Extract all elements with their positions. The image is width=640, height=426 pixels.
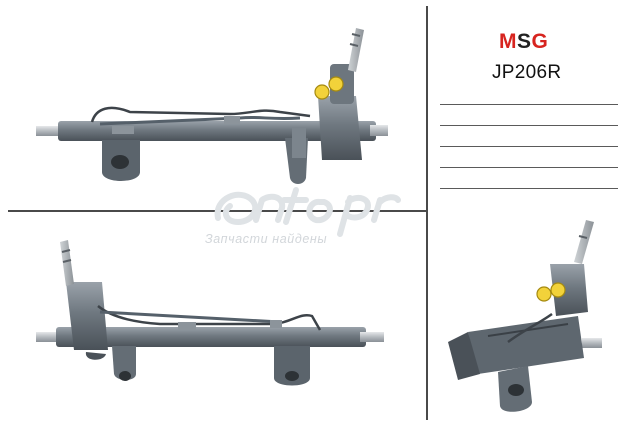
end-view-image <box>448 220 602 412</box>
bottom-view-image <box>36 240 384 386</box>
rod-end-right <box>370 125 388 136</box>
brand-logo: MSG <box>499 30 548 54</box>
top-view-image <box>36 28 388 184</box>
info-line <box>440 104 618 105</box>
vertical-divider <box>426 6 428 420</box>
watermark-tagline: Запчасти найдены <box>205 232 328 246</box>
watermark-logo <box>214 187 401 237</box>
info-line <box>440 167 618 168</box>
rod-end-left <box>36 126 60 136</box>
info-line <box>440 146 618 147</box>
part-number: JP206R <box>492 62 562 83</box>
info-line <box>440 188 618 189</box>
info-line <box>440 125 618 126</box>
brand-logo-text: MSG <box>499 30 549 53</box>
